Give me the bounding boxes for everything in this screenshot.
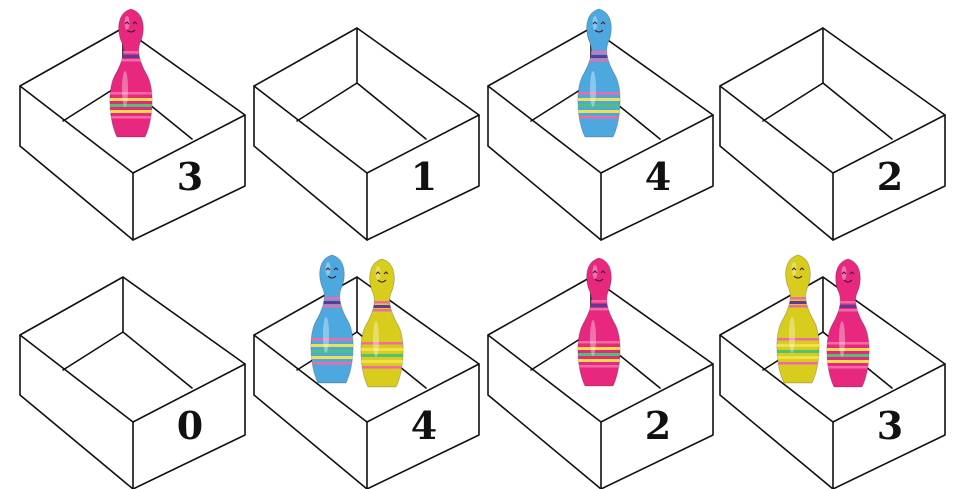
yellow-bowling-pin [768, 255, 828, 383]
pink-bowling-pin [818, 259, 878, 387]
box-6: 4 [254, 255, 479, 489]
blue-bowling-pin [569, 9, 629, 137]
box-number-label: 4 [411, 403, 437, 448]
box-8: 3 [720, 255, 945, 489]
box-number-label: 3 [877, 403, 903, 448]
box-number-label: 2 [645, 403, 671, 448]
box-2: 1 [254, 28, 479, 240]
box-5: 0 [20, 277, 245, 489]
box-4: 2 [720, 28, 945, 240]
box-3: 4 [488, 9, 713, 240]
pink-bowling-pin [569, 258, 629, 386]
yellow-bowling-pin [352, 259, 412, 387]
box-number-label: 3 [177, 154, 203, 199]
box-7: 2 [488, 258, 713, 489]
box-1: 3 [20, 9, 245, 240]
box-number-label: 2 [877, 154, 903, 199]
blue-bowling-pin [302, 255, 362, 383]
pink-bowling-pin [101, 9, 161, 137]
box-number-label: 1 [411, 154, 437, 199]
box-number-label: 4 [645, 154, 671, 199]
box-number-label: 0 [177, 403, 203, 448]
